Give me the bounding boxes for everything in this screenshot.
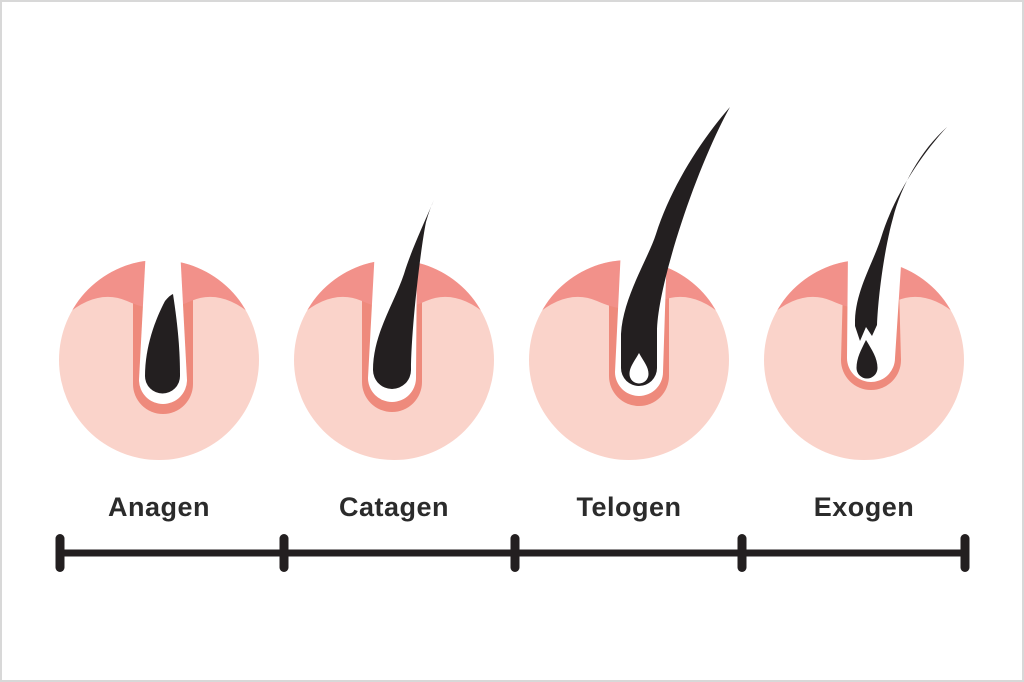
timeline-tick	[279, 534, 289, 572]
timeline-tick	[960, 534, 970, 572]
timeline-tick	[737, 534, 747, 572]
anagen-follicle-icon	[59, 248, 259, 460]
timeline-tick	[55, 534, 65, 572]
hair-shaft	[373, 200, 434, 389]
exogen-follicle-icon	[764, 127, 964, 460]
stage-label-telogen: Telogen	[576, 492, 682, 522]
detaching-hair-shaft	[855, 127, 947, 341]
club-hair-hole	[629, 353, 649, 384]
telogen-follicle-icon	[529, 107, 730, 460]
stage-label-catagen: Catagen	[338, 492, 450, 522]
timeline-axis	[55, 534, 970, 572]
shed-hair-teardrop	[856, 340, 878, 379]
stage-label-exogen: Exogen	[813, 492, 915, 522]
timeline-tick	[510, 534, 520, 572]
stage-label-anagen: Anagen	[107, 492, 210, 522]
hair-shaft	[621, 107, 730, 386]
catagen-follicle-icon	[294, 200, 494, 460]
hair-bulb	[145, 294, 180, 394]
